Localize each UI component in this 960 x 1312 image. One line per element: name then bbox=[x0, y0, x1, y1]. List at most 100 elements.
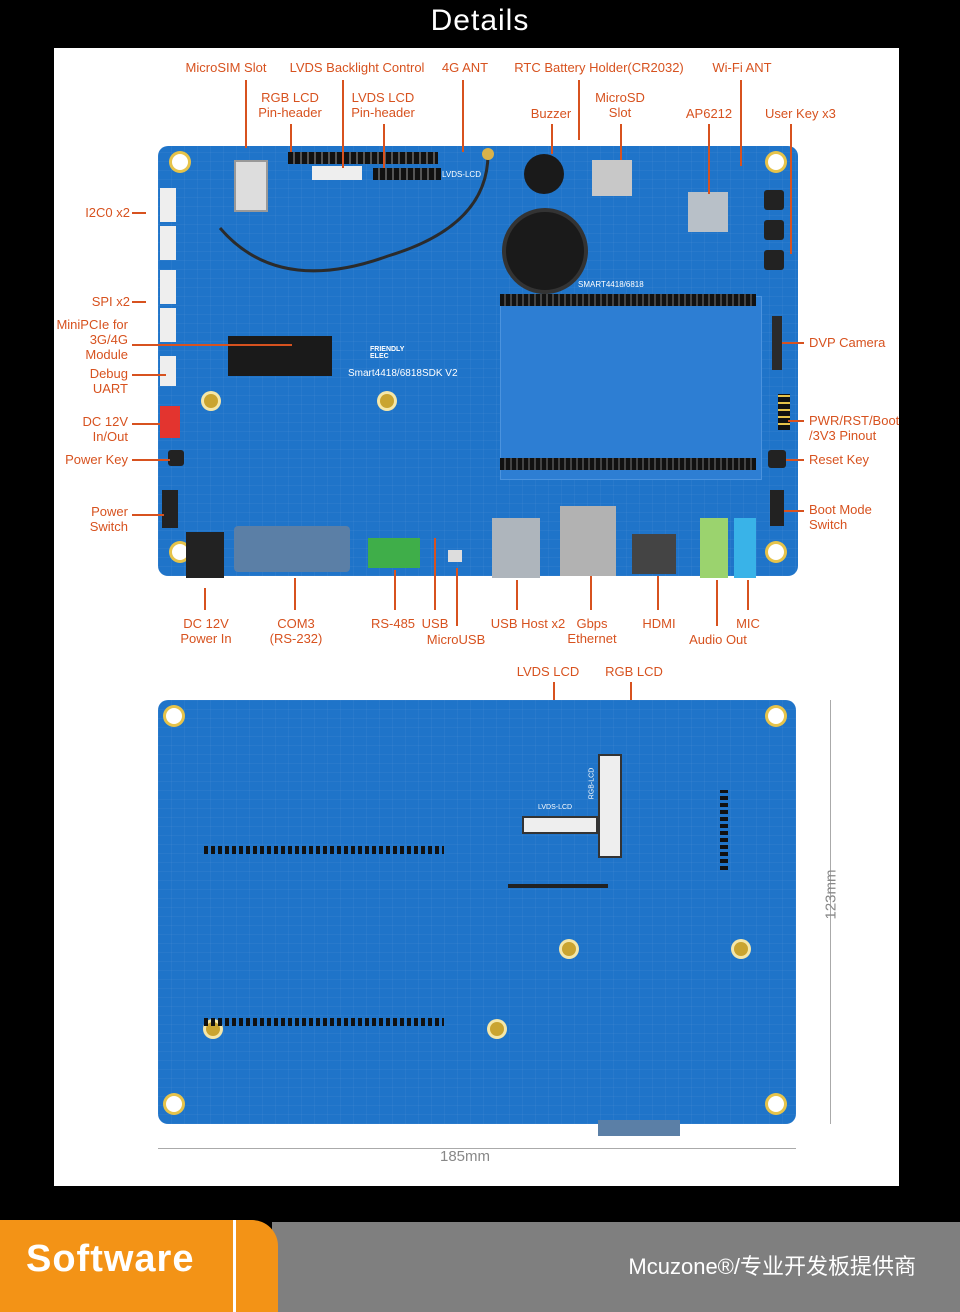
label-reset-key: Reset Key bbox=[809, 452, 869, 467]
mount-hole bbox=[768, 154, 784, 170]
label-4g-ant: 4G ANT bbox=[441, 60, 489, 75]
mount-hole bbox=[562, 942, 576, 956]
label-boot-mode: Boot Mode Switch bbox=[809, 502, 872, 532]
width-dimension-line bbox=[158, 1148, 796, 1149]
module-socket-area bbox=[500, 296, 762, 480]
pwr-pinout-header bbox=[778, 394, 790, 430]
buzzer bbox=[524, 154, 564, 194]
rgb-lcd-fpc-connector bbox=[598, 754, 622, 858]
mount-hole bbox=[768, 708, 784, 724]
spi-connector-1 bbox=[160, 270, 176, 304]
i2c0-connector-2 bbox=[160, 226, 176, 260]
microusb-port bbox=[448, 550, 462, 562]
rgb-back-silk: RGB-LCD bbox=[588, 767, 596, 800]
dc12v-jack bbox=[186, 532, 224, 578]
label-dc12v-inout: DC 12V In/Out bbox=[82, 414, 128, 444]
board-name-silk: Smart4418/6818SDK V2 bbox=[348, 368, 458, 379]
label-rgb-lcd-header: RGB LCD Pin-header bbox=[258, 90, 322, 120]
module-header-top bbox=[500, 294, 756, 306]
rgb-lcd-pin-header bbox=[288, 152, 438, 164]
user-key-2 bbox=[764, 220, 784, 240]
label-power-switch: Power Switch bbox=[89, 504, 128, 534]
footer-separator bbox=[233, 1220, 236, 1312]
mount-hole bbox=[380, 394, 394, 408]
pad-row-1 bbox=[204, 846, 444, 854]
user-key-3 bbox=[764, 250, 784, 270]
power-switch bbox=[162, 490, 178, 528]
label-buzzer: Buzzer bbox=[530, 106, 572, 121]
section-title: Details bbox=[430, 4, 530, 37]
board-top-view: LVDS-LCD FRIENDLY ELEC Smart4418/6818SDK… bbox=[158, 146, 798, 578]
label-minipcie: MiniPCIe for 3G/4G Module bbox=[56, 317, 128, 362]
board-bottom-view: LVDS-LCD RGB-LCD bbox=[158, 700, 796, 1136]
rtc-battery-holder bbox=[502, 208, 588, 294]
ap6212-module bbox=[688, 192, 728, 232]
label-microsim-slot: MicroSIM Slot bbox=[185, 60, 267, 75]
mount-hole bbox=[734, 942, 748, 956]
brand-silk: FRIENDLY ELEC bbox=[370, 346, 405, 360]
ethernet-port bbox=[560, 506, 616, 576]
label-gbps-ethernet: Gbps Ethernet bbox=[567, 616, 617, 646]
label-microusb: MicroUSB bbox=[426, 632, 486, 647]
mount-hole bbox=[166, 1096, 182, 1112]
footer-banner: Software Mcuzone®/专业开发板提供商 bbox=[0, 1214, 960, 1312]
lvds-silk-label: LVDS-LCD bbox=[442, 170, 481, 179]
label-user-key: User Key x3 bbox=[765, 106, 836, 121]
reset-key bbox=[768, 450, 786, 468]
label-hdmi: HDMI bbox=[642, 616, 676, 631]
label-com3: COM3 (RS-232) bbox=[269, 616, 323, 646]
label-debug-uart: Debug UART bbox=[89, 366, 128, 396]
dvp-camera-connector bbox=[772, 316, 782, 370]
lvds-back-silk: LVDS-LCD bbox=[538, 804, 573, 811]
height-dimension: 123mm bbox=[822, 869, 840, 920]
mic-jack bbox=[734, 518, 756, 578]
label-spi: SPI x2 bbox=[91, 294, 130, 309]
dc12v-inout-connector bbox=[160, 406, 180, 438]
label-dc12v-power: DC 12V Power In bbox=[180, 616, 232, 646]
mount-hole bbox=[204, 394, 218, 408]
lvds-backlight-connector bbox=[312, 166, 362, 180]
label-lvds-backlight: LVDS Backlight Control bbox=[289, 60, 425, 75]
label-usb-host: USB Host x2 bbox=[490, 616, 566, 631]
footer-orange-tab bbox=[0, 1220, 278, 1312]
label-usb: USB bbox=[421, 616, 449, 631]
pad-row-3 bbox=[508, 884, 608, 888]
antenna-cable bbox=[218, 148, 494, 273]
user-key-1 bbox=[764, 190, 784, 210]
mount-hole bbox=[172, 544, 188, 560]
pad-row-4 bbox=[720, 790, 728, 870]
width-dimension: 185mm bbox=[440, 1148, 491, 1165]
label-pwr-pinout: PWR/RST/Boot /3V3 Pinout bbox=[809, 413, 900, 443]
com3-connector-back bbox=[598, 1120, 680, 1136]
label-audio-out: Audio Out bbox=[689, 632, 747, 647]
footer-section-title: Software bbox=[26, 1238, 195, 1280]
pad-row-2 bbox=[204, 1018, 444, 1026]
label-rtc-battery: RTC Battery Holder(CR2032) bbox=[514, 60, 684, 75]
debug-uart-connector bbox=[160, 356, 176, 386]
lvds-lcd-fpc-connector bbox=[522, 816, 598, 834]
module-header-bottom bbox=[500, 458, 756, 470]
mount-hole bbox=[490, 1022, 504, 1036]
label-dvp-camera: DVP Camera bbox=[809, 335, 886, 350]
label-ap6212: AP6212 bbox=[685, 106, 733, 121]
height-dimension-line bbox=[830, 700, 831, 1124]
label-power-key: Power Key bbox=[65, 452, 128, 467]
footer-tagline: Mcuzone®/专业开发板提供商 bbox=[628, 1254, 916, 1279]
label-lvds-lcd-back: LVDS LCD bbox=[516, 664, 580, 679]
audio-out-jack bbox=[700, 518, 728, 578]
mount-hole bbox=[172, 154, 188, 170]
module-silk: SMART4418/6818 bbox=[578, 280, 644, 289]
details-panel: LVDS-LCD FRIENDLY ELEC Smart4418/6818SDK… bbox=[54, 48, 899, 1186]
rs485-connector bbox=[368, 538, 420, 568]
label-rs485: RS-485 bbox=[370, 616, 416, 631]
mount-hole bbox=[166, 708, 182, 724]
i2c0-connector-1 bbox=[160, 188, 176, 222]
hdmi-port bbox=[632, 534, 676, 574]
minipcie-slot bbox=[228, 336, 332, 376]
footer-gray-band bbox=[272, 1222, 960, 1312]
boot-mode-switch bbox=[770, 490, 784, 526]
mount-hole bbox=[768, 1096, 784, 1112]
label-wifi-ant: Wi-Fi ANT bbox=[712, 60, 772, 75]
lvds-lcd-pin-header bbox=[373, 168, 441, 180]
label-i2c0: I2C0 x2 bbox=[85, 205, 130, 220]
